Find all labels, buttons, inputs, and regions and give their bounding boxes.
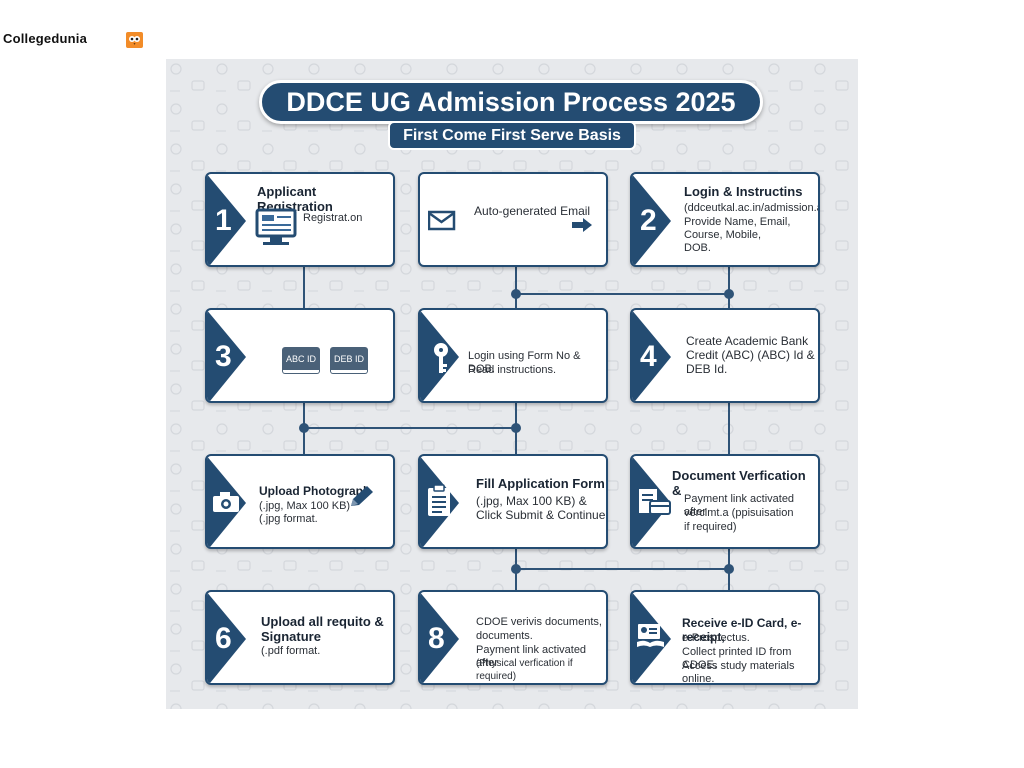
step-number: 3 xyxy=(215,340,232,373)
step-number: 1 xyxy=(215,204,232,237)
card-receive-eid: Receive e-ID Card, e-receipt, e-Prospect… xyxy=(630,590,820,685)
card-desc: (.pdf format. xyxy=(261,645,321,657)
envelope-icon xyxy=(428,210,456,231)
clipboard-icon xyxy=(428,484,450,516)
card-title: Upload all requito & xyxy=(261,614,384,629)
card-auto-email: Auto-generated Email xyxy=(418,172,608,267)
card-desc: Access study materials online. xyxy=(682,660,795,685)
card-desc: if required) xyxy=(684,521,737,533)
deb-id-tag: DEB ID xyxy=(331,348,367,373)
step-number: 2 xyxy=(640,204,657,237)
page-subtitle: First Come First Serve Basis xyxy=(388,121,636,150)
card-desc: (.jpg format. xyxy=(259,513,318,525)
card-desc: Login using Form No & DOB. xyxy=(468,350,581,375)
owl-logo-icon xyxy=(126,32,143,48)
card-desc: DEB Id. xyxy=(686,362,728,376)
card-desc: Read instructions. xyxy=(468,364,557,376)
card-desc: verclmt.a (ppisuisation xyxy=(684,507,794,519)
card-desc: Provide Name, Email, xyxy=(684,216,791,228)
card-desc: (.jpg, Max 100 KB) xyxy=(259,500,351,512)
card-desc: Course, Mobile, xyxy=(684,229,762,241)
card-desc: (ddceutkal.ac.in/admission.asp) xyxy=(684,202,818,214)
card-cdoe-verification: 8 CDOE verivis documents, documents. Pay… xyxy=(418,590,608,685)
document-card-icon xyxy=(639,489,671,515)
card-title: Signature xyxy=(261,629,321,644)
card-title: Auto-generated Email xyxy=(474,204,591,218)
card-desc: Credit (ABC) (ABC) Id & xyxy=(686,348,815,362)
card-desc: Create Academic Bank xyxy=(686,334,809,348)
card-desc: DOB. xyxy=(684,242,711,254)
page-title: DDCE UG Admission Process 2025 xyxy=(259,80,763,124)
card-title: Fill Application Form xyxy=(476,476,605,491)
card-desc: documents. xyxy=(476,630,533,642)
card-login-instructions: 2 Login & Instructins (ddceutkal.ac.in/a… xyxy=(630,172,820,267)
card-desc: CDOE verivis documents, xyxy=(476,616,602,628)
card-desc: (Physical verfication if required) xyxy=(476,658,573,682)
card-upload-photograph: Upload Photograph (.jpg, Max 100 KB) (.j… xyxy=(205,454,395,549)
card-desc: e-Prospectus. xyxy=(682,632,750,644)
camera-icon xyxy=(213,492,239,512)
infographic-panel: DDCE UG Admission Process 2025 First Com… xyxy=(166,59,858,709)
key-icon xyxy=(434,343,448,373)
card-desc: (.jpg, Max 100 KB) & xyxy=(476,494,587,508)
card-title: Login & Instructins xyxy=(684,184,803,199)
card-document-verification: Document Verfication & Payment link acti… xyxy=(630,454,820,549)
arrow-right-icon xyxy=(572,218,592,232)
card-title: Upload Photograph xyxy=(259,484,371,498)
card-desc: Payment link activated after xyxy=(476,644,587,669)
step-number: 4 xyxy=(640,340,657,373)
card-login-form: Login using Form No & DOB. Read instruct… xyxy=(418,308,608,403)
pencil-icon xyxy=(351,486,373,506)
card-desc: Payment link activated after xyxy=(684,493,795,518)
id-book-icon xyxy=(637,624,664,647)
card-upload-signature: 6 Upload all requito & Signature (.pdf f… xyxy=(205,590,395,685)
brand-name[interactable]: Collegedunia xyxy=(3,31,88,46)
card-desc: Collect printed ID from CDOE. xyxy=(682,646,792,671)
card-title: Document Verfication & xyxy=(672,468,806,498)
card-applicant-registration: 1 Applicant Registration Registrat.on xyxy=(205,172,395,267)
card-desc: Click Submit & Continue xyxy=(476,508,606,522)
card-desc: Registrat.on xyxy=(303,212,363,224)
card-title: Receive e-ID Card, e-receipt, xyxy=(682,616,802,644)
step-number: 8 xyxy=(428,622,445,655)
abc-id-tag: ABC ID xyxy=(283,348,319,373)
step-number: 6 xyxy=(215,622,232,655)
card-fill-application: Fill Application Form (.jpg, Max 100 KB)… xyxy=(418,454,608,549)
computer-monitor-icon xyxy=(255,208,297,245)
card-create-abc: 4 Create Academic Bank Credit (ABC) (ABC… xyxy=(630,308,820,403)
card-abc-deb-ids: 3 ABC ID DEB ID xyxy=(205,308,395,403)
flow-connectors xyxy=(299,267,734,590)
